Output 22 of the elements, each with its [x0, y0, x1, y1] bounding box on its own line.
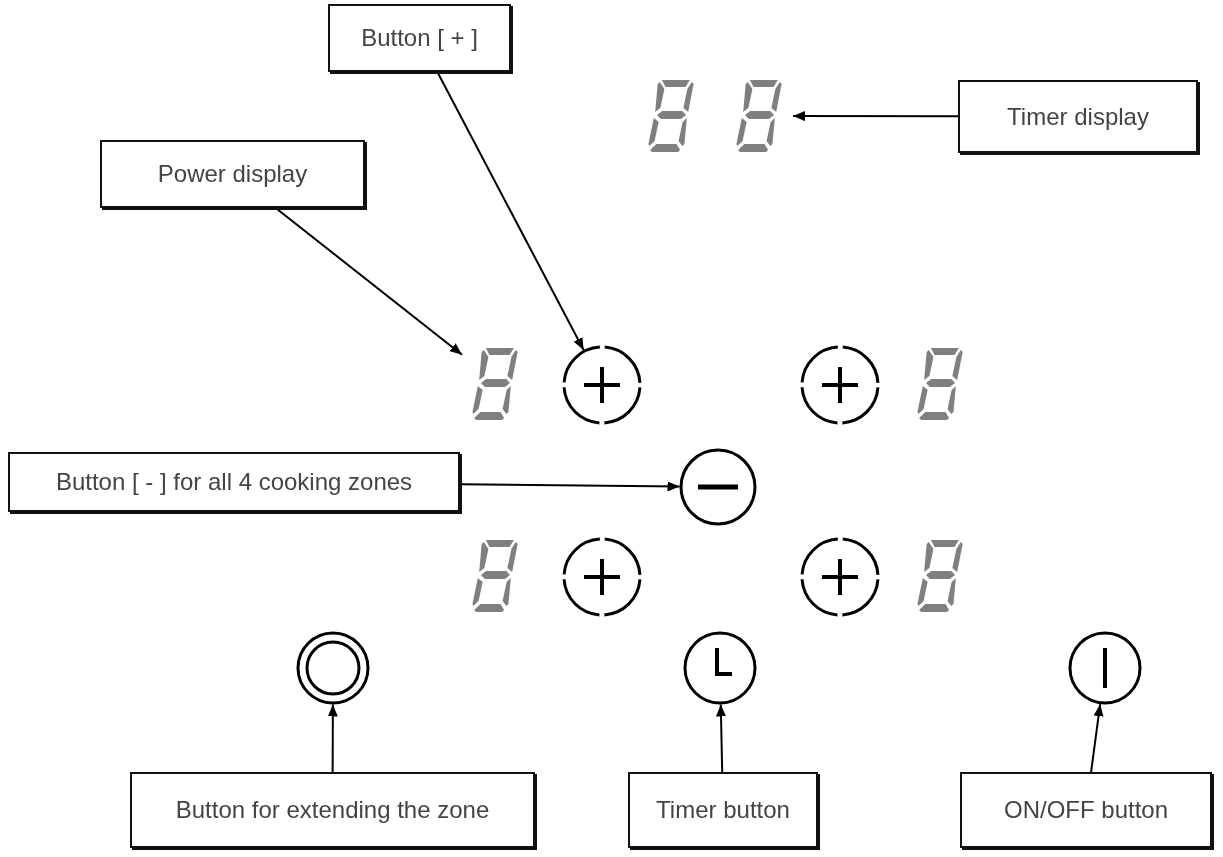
arrow [459, 481, 681, 492]
plus-button-icon [561, 536, 643, 618]
callout-label: Timer display [958, 80, 1198, 153]
arrow [716, 703, 726, 773]
callout-label: Button for extending the zone [130, 772, 535, 848]
plus-button-icon [799, 536, 881, 618]
arrow [436, 71, 585, 352]
arrow [1090, 703, 1104, 773]
plus-button-icon [561, 344, 643, 426]
callout-label: ON/OFF button [960, 772, 1212, 848]
callout-label: Button [ + ] [328, 4, 511, 72]
clock-button-icon [682, 630, 758, 706]
power-button-icon [1067, 630, 1143, 706]
arrow [274, 207, 463, 356]
double-ring-button-icon [295, 630, 371, 706]
arrow [327, 703, 338, 773]
arrow [792, 111, 959, 122]
callout-label: Power display [100, 140, 365, 208]
minus-button-icon [678, 447, 758, 527]
callout-label: Button [ - ] for all 4 cooking zones [8, 452, 460, 512]
plus-button-icon [799, 344, 881, 426]
callout-label: Timer button [628, 772, 818, 848]
